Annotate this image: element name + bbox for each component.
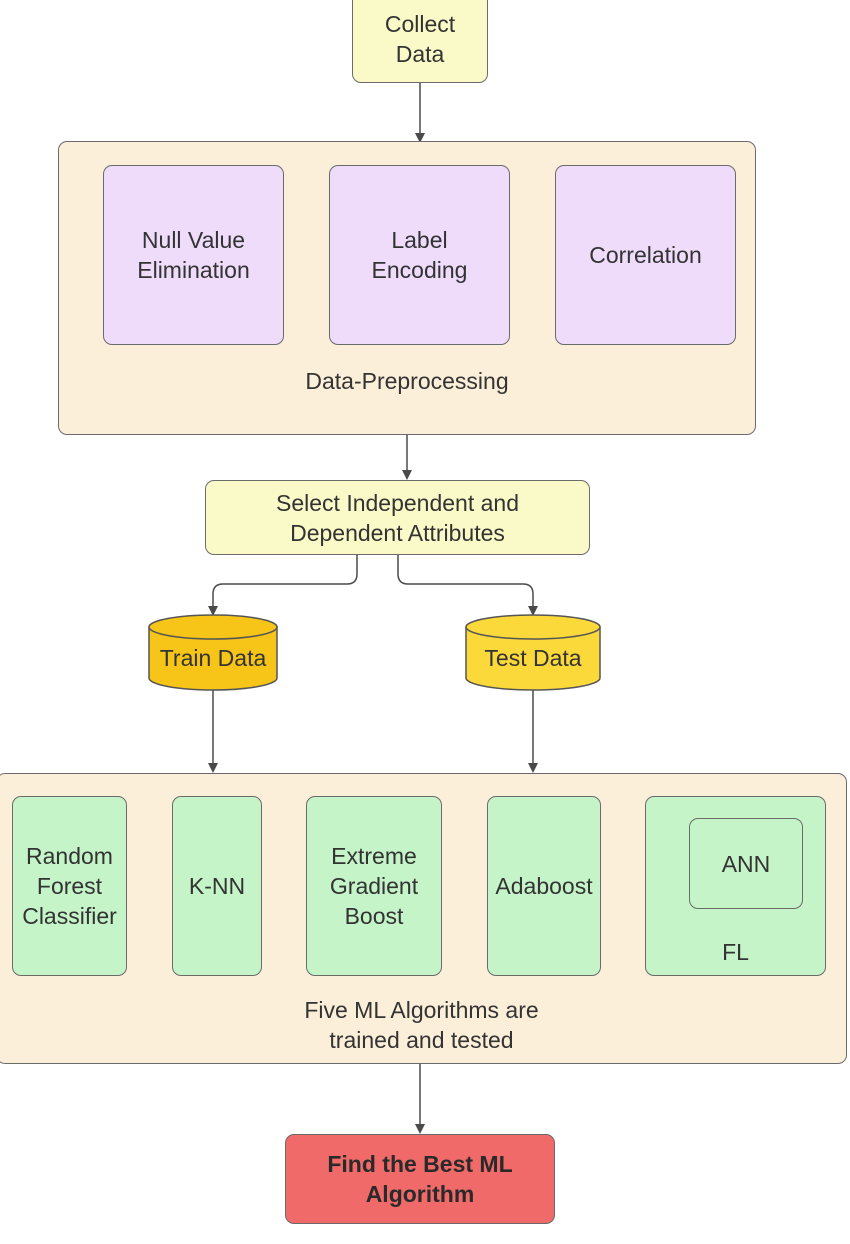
null-value-elimination-label: Null Value Elimination	[137, 227, 250, 283]
data-preprocessing-title: Data-Preprocessing	[305, 368, 509, 394]
knn-node: K-NN	[172, 796, 262, 976]
random-forest-label: Random Forest Classifier	[22, 843, 117, 929]
find-best-algorithm-label: Find the Best ML Algorithm	[327, 1151, 513, 1207]
label-encoding-node: Label Encoding	[329, 165, 510, 345]
ann-label: ANN	[721, 850, 771, 877]
select-attributes-label: Select Independent and Dependent Attribu…	[276, 489, 519, 546]
null-value-elimination-node: Null Value Elimination	[103, 165, 284, 345]
select-attributes-node: Select Independent and Dependent Attribu…	[205, 480, 590, 555]
test-data-label: Test Data	[484, 645, 582, 671]
ml-algorithms-title: Five ML Algorithms are trained and teste…	[304, 997, 539, 1053]
correlation-label: Correlation	[589, 242, 702, 268]
extreme-gradient-boost-label: Extreme Gradient Boost	[329, 843, 419, 929]
adaboost-node: Adaboost	[487, 796, 601, 976]
collect-data-label: Collect Data	[384, 10, 456, 67]
collect-data-node: Collect Data	[352, 0, 488, 83]
adaboost-label: Adaboost	[495, 873, 593, 899]
fl-label: FL	[722, 939, 749, 965]
find-best-algorithm-node: Find the Best ML Algorithm	[285, 1134, 555, 1224]
correlation-node: Correlation	[555, 165, 736, 345]
arrow-select-to-test	[397, 555, 538, 616]
knn-label: K-NN	[188, 873, 246, 899]
test-data-cylinder	[465, 614, 601, 691]
ann-node: ANN	[689, 818, 803, 909]
train-data-label: Train Data	[159, 645, 267, 671]
label-encoding-label: Label Encoding	[371, 227, 468, 283]
random-forest-node: Random Forest Classifier	[12, 796, 127, 976]
extreme-gradient-boost-node: Extreme Gradient Boost	[306, 796, 442, 976]
train-data-cylinder	[148, 614, 278, 691]
arrow-select-to-train	[208, 555, 358, 616]
